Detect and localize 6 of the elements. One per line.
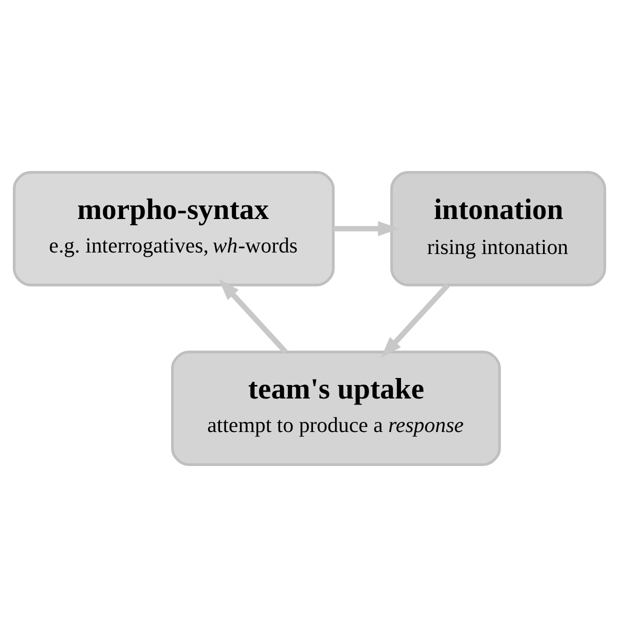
node-box: intonation rising intonation — [390, 171, 606, 286]
node-box: team's uptake attempt to produce a response — [171, 350, 501, 466]
arrow — [380, 283, 450, 358]
arrow — [333, 221, 400, 236]
node-box: morpho-syntax e.g. interrogatives, wh-words — [12, 171, 335, 286]
arrow — [218, 279, 288, 354]
